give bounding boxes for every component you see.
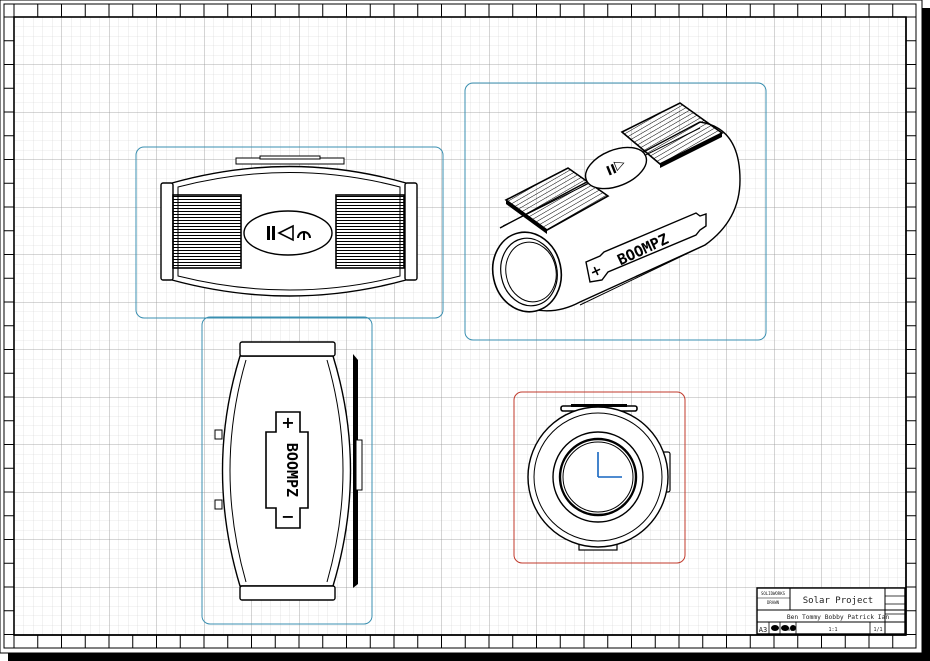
minus-symbol: − (281, 507, 294, 526)
drawing-grid (14, 17, 906, 635)
authors: Ben Tommy Bobby Patrick Ian (787, 614, 890, 621)
sheet-label: 1/1 (873, 627, 882, 633)
view-frame-active[interactable] (513, 391, 686, 564)
isometric-view[interactable]: ◁II BOOMPZ + (464, 82, 767, 341)
axis-triad (597, 452, 622, 478)
scale-label: 1:1 (828, 627, 837, 633)
top-view[interactable] (135, 146, 444, 319)
view-frame[interactable] (201, 316, 373, 625)
plus-symbol: + (281, 413, 294, 432)
brand-text: BOOMPZ (283, 443, 301, 497)
control-logo (243, 210, 333, 256)
small-label-2: DRAWN (767, 600, 780, 605)
side-view[interactable]: + BOOMPZ − (201, 316, 373, 625)
border-zone-ticks (4, 4, 916, 648)
project-title: Solar Project (803, 596, 873, 606)
logo-mark: ◁II (604, 156, 628, 177)
front-view[interactable] (513, 391, 686, 564)
title-block: SOLIDWORKS DRAWN Solar Project Ben Tommy… (756, 587, 906, 635)
view-frame[interactable] (135, 146, 444, 319)
size-label: A3 (759, 626, 767, 634)
small-label-1: SOLIDWORKS (761, 591, 786, 596)
view-frame[interactable] (464, 82, 767, 341)
